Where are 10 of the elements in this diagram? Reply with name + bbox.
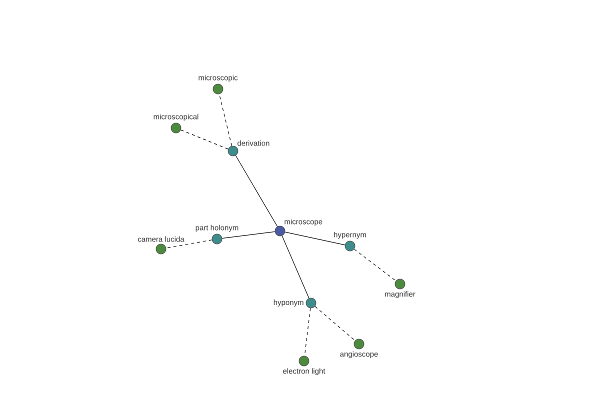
connector-line (284, 232, 346, 246)
connector-line (354, 248, 396, 282)
connector-line (166, 240, 212, 248)
connector-line (218, 94, 232, 146)
connector-line (314, 306, 356, 341)
connector-line (180, 130, 228, 150)
connector-line (282, 236, 310, 298)
connector-line (235, 155, 278, 227)
connector-line (304, 308, 311, 356)
connector-line (222, 231, 276, 239)
